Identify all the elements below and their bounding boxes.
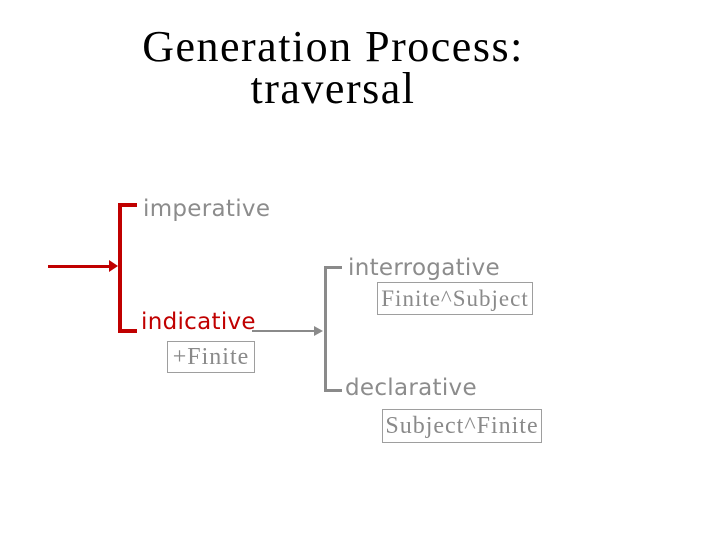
- label-indicative: indicative: [141, 309, 256, 335]
- entry-arrowhead-icon: [109, 260, 118, 272]
- feature-box-finite: +Finite: [167, 341, 255, 373]
- label-interrogative: interrogative: [348, 255, 500, 281]
- feature-box-finite-subject: Finite^Subject: [377, 282, 533, 315]
- label-declarative: declarative: [345, 375, 477, 401]
- mood-system-bracket: [118, 203, 137, 333]
- label-imperative: imperative: [143, 196, 271, 222]
- title-line-1: Generation Process:: [142, 22, 524, 71]
- indicative-arrow-line: [252, 330, 315, 332]
- indicative-arrowhead-icon: [314, 326, 323, 336]
- title-line-2: traversal: [250, 64, 416, 113]
- slide-title: Generation Process: traversal: [60, 22, 606, 113]
- entry-arrow-line: [48, 265, 110, 268]
- indicative-system-bracket: [324, 266, 342, 392]
- feature-box-subject-finite: Subject^Finite: [382, 409, 542, 443]
